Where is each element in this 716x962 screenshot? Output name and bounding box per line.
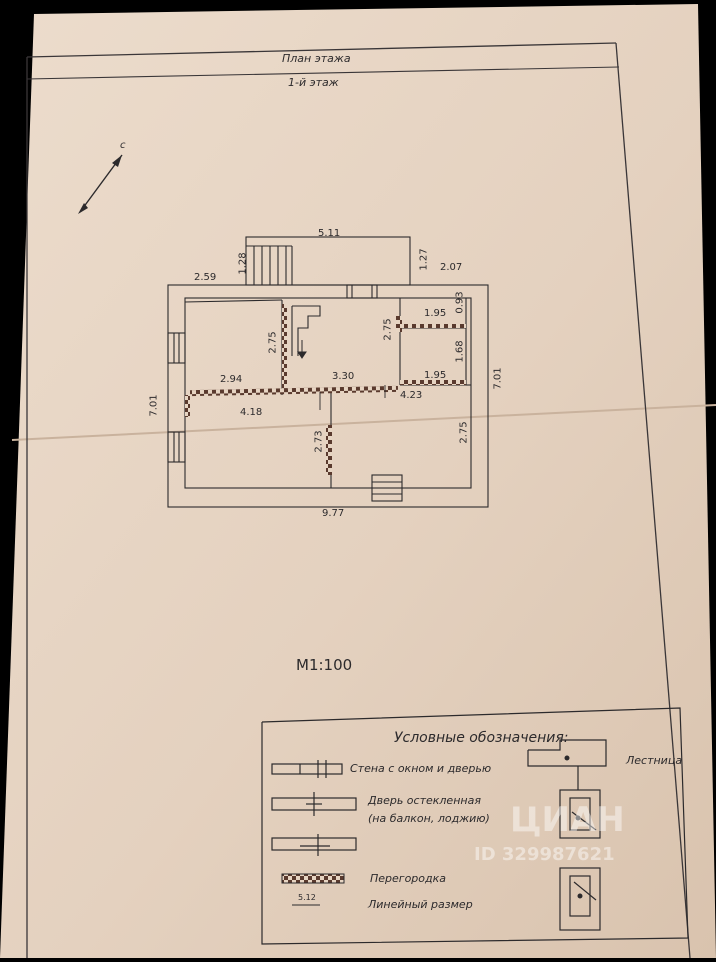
dim-small-room-1-height: 0.93 bbox=[454, 291, 466, 314]
dim-total-height-right: 7.01 bbox=[492, 367, 504, 390]
floor-label: 1-й этаж bbox=[288, 76, 339, 89]
dim-room-a-height: 2.75 bbox=[267, 331, 279, 354]
dim-room-a-width: 2.94 bbox=[220, 374, 243, 385]
stair-arrow-icon bbox=[297, 340, 307, 359]
legend-door-label: Дверь остекленная bbox=[368, 794, 481, 807]
scale-label: М1:100 bbox=[296, 656, 353, 674]
stair-legend-arrows bbox=[564, 755, 583, 899]
north-arrow-icon bbox=[78, 154, 123, 214]
watermark-id: ID 329987621 bbox=[474, 844, 615, 865]
dim-top-left-offset: 2.59 bbox=[194, 272, 217, 283]
dim-small-room-1-width: 1.95 bbox=[424, 308, 447, 319]
dim-top-right-offset: 2.07 bbox=[440, 262, 463, 273]
dim-room-c-width: 4.18 bbox=[240, 407, 263, 418]
dim-hall-height: 2.75 bbox=[382, 318, 394, 341]
legend-dim-value: 5.12 bbox=[298, 893, 316, 902]
door-marks bbox=[319, 385, 386, 410]
partitions-hatched bbox=[185, 304, 466, 475]
floor-plan bbox=[167, 236, 489, 508]
dim-room-d-height: 2.75 bbox=[458, 421, 470, 444]
dim-hall-width: 3.30 bbox=[332, 371, 355, 382]
legend-linear-dim-label: Линейный размер bbox=[368, 898, 473, 911]
legend-partition-label: Перегородка bbox=[370, 872, 447, 885]
dim-total-height-left: 7.01 bbox=[148, 394, 160, 417]
dim-total-width: 9.77 bbox=[322, 508, 345, 519]
north-label: с bbox=[120, 140, 126, 151]
dim-left-porch-height: 1.28 bbox=[237, 252, 249, 275]
partition-symbol bbox=[281, 873, 345, 884]
fold-line bbox=[11, 404, 716, 441]
legend-wall-label: Стена с окном и дверью bbox=[350, 762, 492, 775]
sheet-title: План этажа bbox=[282, 52, 351, 65]
dim-room-d-width: 4.23 bbox=[400, 390, 423, 401]
dim-stair-porch-width: 5.11 bbox=[318, 228, 341, 239]
legend-stairs-label: Лестница bbox=[626, 754, 683, 767]
watermark-brand: ЦИАН bbox=[510, 800, 625, 840]
dim-small-room-2-width: 1.95 bbox=[424, 370, 447, 381]
dim-small-room-2-height: 1.68 bbox=[454, 340, 466, 363]
dim-room-c-height: 2.73 bbox=[313, 430, 325, 453]
legend-title: Условные обозначения: bbox=[394, 730, 569, 746]
dim-right-porch-height: 1.27 bbox=[418, 248, 430, 271]
paper-sheet bbox=[0, 4, 716, 958]
legend-box bbox=[261, 707, 689, 945]
legend-door-note: (на балкон, лоджию) bbox=[368, 812, 490, 825]
